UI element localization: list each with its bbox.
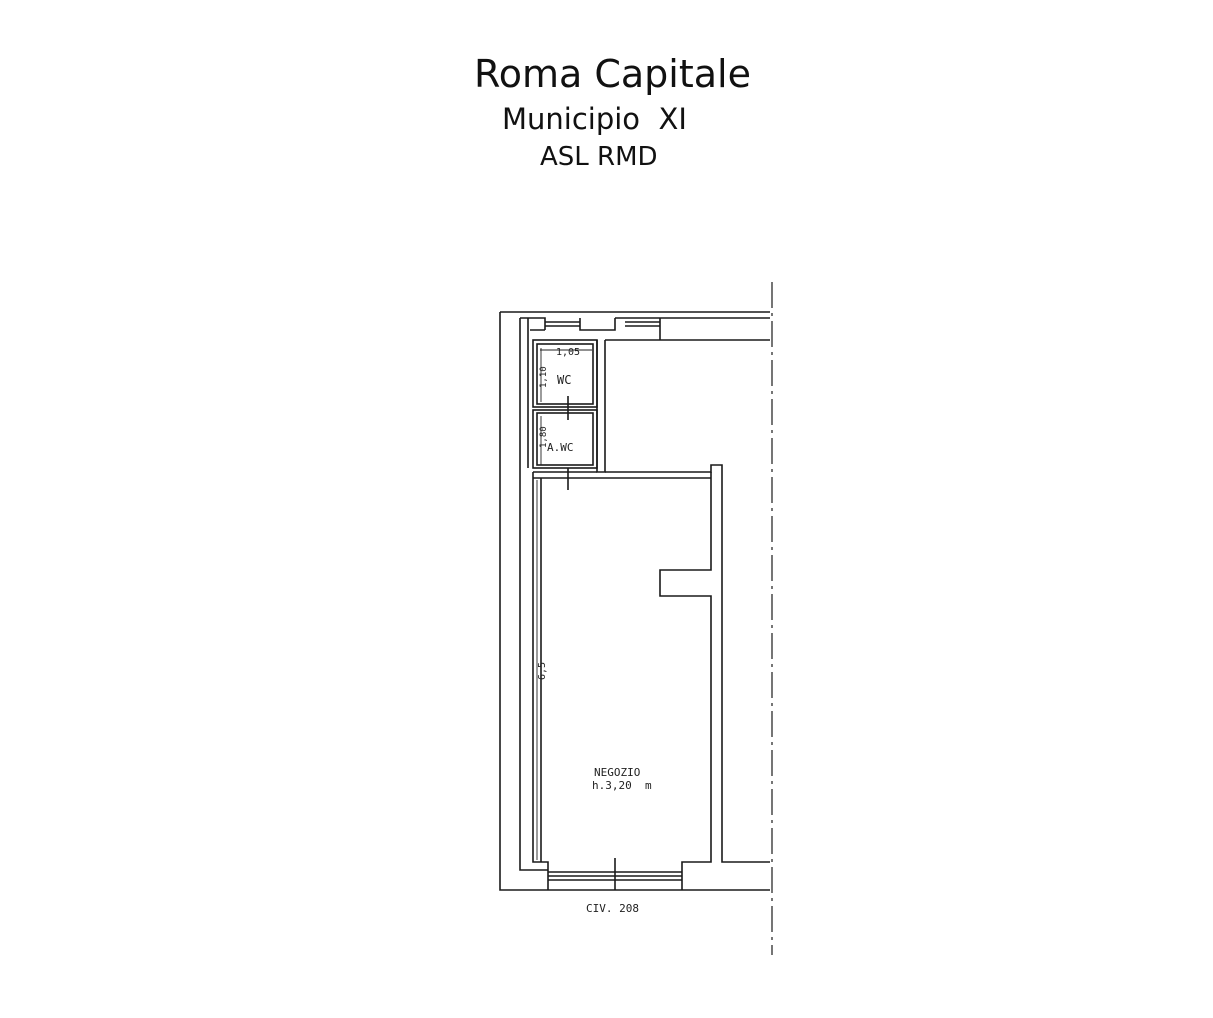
room-label-wc: WC [557,373,571,387]
top-wall [520,317,770,340]
service-wall-bottom [605,464,770,863]
dim-wc-width: 1,05 [556,347,580,358]
shop-right-wall [659,472,712,890]
header: Roma Capitale Municipio XI ASL RMD [0,0,1213,200]
dim-shop-depth: 6,5 [537,662,548,680]
outer-wall [499,311,770,891]
antiwc-box-inner [536,412,594,466]
page-subtitle-2: ASL RMD [540,142,658,172]
top-window-right [625,321,660,327]
top-window-left [545,321,580,327]
inner-wall-left [519,318,548,871]
page-subtitle: Municipio XI [502,102,687,136]
service-wall [596,340,606,473]
room-label-antiwc: A.WC [547,441,574,454]
room-label-shop: NEGOZIO [594,766,640,779]
page-title: Roma Capitale [474,52,751,96]
shop-top-wall [533,471,711,479]
street-number: CIV. 208 [586,902,639,915]
wc-box-inner [536,343,594,405]
dim-wc-depth: 1,10 [539,366,549,388]
dim-antiwc-depth: 1,80 [539,426,549,448]
room-label-shop-height: h.3,20 m [592,779,652,792]
top-wall-inner [530,329,770,341]
